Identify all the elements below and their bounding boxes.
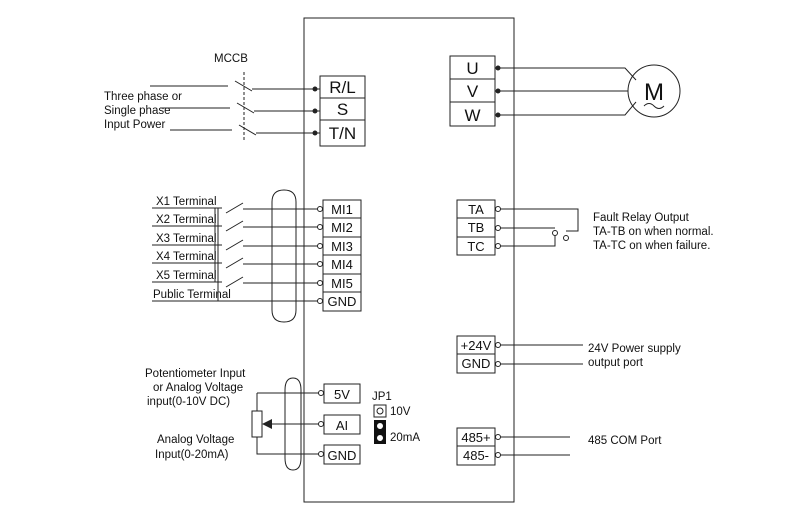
- terminal-5v: 5V: [334, 387, 350, 402]
- input-label-x2: X2 Terminal: [156, 214, 217, 226]
- terminal-u: U: [466, 59, 478, 78]
- pot-line-2: or Analog Voltage: [153, 382, 243, 394]
- jumper-option-20ma: 20mA: [390, 432, 420, 444]
- terminal-tn: T/N: [329, 124, 356, 143]
- shield-loop: [271, 189, 297, 323]
- input-label-public: Public Terminal: [153, 289, 231, 301]
- terminal-v: V: [467, 82, 479, 101]
- input-label-x3: X3 Terminal: [156, 233, 217, 245]
- com-port-section: 485+ 485- 485 COM Port: [456, 427, 662, 466]
- power-source-line-1: Three phase or: [104, 91, 182, 103]
- terminal-mi5: MI5: [331, 276, 353, 291]
- motor-output-section: U V W M: [449, 55, 681, 127]
- terminal-24v: +24V: [461, 338, 492, 353]
- current-line-2: Input(0-20mA): [155, 449, 229, 461]
- analog-input-section: Potentiometer Input or Analog Voltage in…: [145, 368, 420, 471]
- pot-line-1: Potentiometer Input: [145, 368, 246, 380]
- input-label-x4: X4 Terminal: [156, 251, 217, 263]
- terminal-box-w: [449, 101, 496, 127]
- pot-line-3: input(0-10V DC): [147, 396, 230, 408]
- power-supply-section: +24V GND 24V Power supply output port: [456, 335, 681, 374]
- supply-line-2: output port: [588, 357, 644, 369]
- input-label-x1: X1 Terminal: [156, 196, 217, 208]
- terminal-s: S: [337, 100, 348, 119]
- power-source-line-3: Input Power: [104, 119, 166, 131]
- terminal-ai: AI: [336, 418, 348, 433]
- terminal-485-minus: 485-: [463, 448, 489, 463]
- power-input-section: MCCB Three phase or Single phase Input P…: [104, 53, 366, 147]
- terminal-485-plus: 485+: [461, 430, 490, 445]
- relay-line-2: TA-TB on when normal.: [593, 226, 714, 238]
- relay-line-3: TA-TC on when failure.: [593, 240, 710, 252]
- mccb-label: MCCB: [214, 53, 248, 65]
- terminal-tc: TC: [467, 239, 484, 254]
- input-label-x5: X5 Terminal: [156, 270, 217, 282]
- inverter-body: [303, 17, 515, 503]
- motor-symbol: M: [627, 64, 681, 118]
- mccb-switch: [150, 72, 320, 140]
- terminal-gnd-supply: GND: [462, 356, 491, 371]
- terminal-mi2: MI2: [331, 220, 353, 235]
- terminal-mi4: MI4: [331, 257, 353, 272]
- jumper-label: JP1: [372, 391, 392, 403]
- terminal-rl: R/L: [329, 78, 355, 97]
- terminal-mi3: MI3: [331, 239, 353, 254]
- digital-input-section: X1 Terminal X2 Terminal X3 Terminal X4 T…: [152, 189, 362, 323]
- terminal-gnd-analog: GND: [328, 448, 357, 463]
- terminal-w: W: [464, 106, 480, 125]
- terminal-box-tn: [319, 119, 366, 147]
- relay-line-1: Fault Relay Output: [593, 212, 690, 224]
- fault-relay-section: TA TB TC Fault Relay Output TA-TB on whe…: [456, 199, 714, 256]
- terminal-tb: TB: [468, 220, 485, 235]
- terminal-ta: TA: [468, 202, 484, 217]
- current-line-1: Analog Voltage: [157, 434, 234, 446]
- jumper-jp1: JP1 10V 20mA: [372, 391, 420, 444]
- jumper-option-10v: 10V: [390, 406, 411, 418]
- motor-label: M: [644, 79, 664, 106]
- power-source-line-2: Single phase: [104, 105, 171, 117]
- terminal-mi1: MI1: [331, 202, 353, 217]
- analog-shield-loop: [284, 377, 302, 471]
- com-port-label: 485 COM Port: [588, 435, 662, 447]
- terminal-gnd-digital: GND: [328, 294, 357, 309]
- supply-line-1: 24V Power supply: [588, 343, 681, 355]
- potentiometer-symbol: [251, 392, 320, 455]
